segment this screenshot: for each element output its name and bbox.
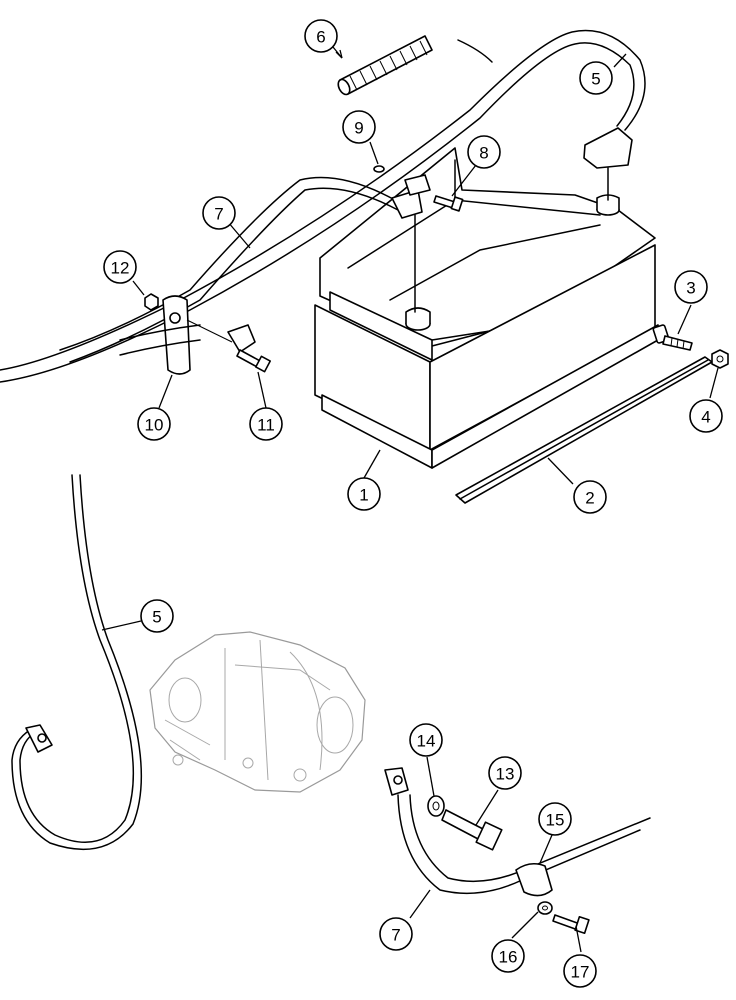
nut-12 <box>144 293 159 311</box>
callout-9-label: 9 <box>354 119 363 138</box>
callout-7-lower-label: 7 <box>391 926 400 945</box>
callout-10-label: 10 <box>145 416 164 435</box>
callout-17: 17 <box>563 954 597 988</box>
bolt-8 <box>433 195 464 212</box>
cable-clamp-10 <box>119 295 201 375</box>
callout-2-label: 2 <box>585 489 594 508</box>
callout-5-lower-label: 5 <box>152 608 161 627</box>
callout-6: 6 <box>304 19 338 53</box>
cable-7-lower <box>384 767 651 897</box>
callout-3: 3 <box>674 270 708 304</box>
bolt-3 <box>652 324 693 351</box>
callout-5-lower: 5 <box>140 599 174 633</box>
screw-11 <box>236 349 272 373</box>
bolt-13 <box>441 809 503 851</box>
washer-16 <box>537 901 553 915</box>
callout-6-label: 6 <box>316 28 325 47</box>
callout-3-label: 3 <box>686 279 695 298</box>
terminal-bracket <box>373 165 431 196</box>
callout-14-label: 14 <box>417 732 436 751</box>
callout-5-top-label: 5 <box>591 70 600 89</box>
cable-5-lower <box>11 474 143 851</box>
callout-7-lower: 7 <box>379 917 413 951</box>
nut-4 <box>711 349 729 369</box>
callout-2: 2 <box>573 480 607 514</box>
washer-14 <box>427 795 445 817</box>
bolt-17 <box>552 914 590 935</box>
callout-10: 10 <box>137 407 171 441</box>
callout-13-label: 13 <box>496 765 515 784</box>
callout-12-label: 12 <box>111 259 130 278</box>
callout-8: 8 <box>467 135 501 169</box>
cable-7-top <box>59 176 423 363</box>
callout-17-label: 17 <box>571 963 590 982</box>
callout-4-label: 4 <box>701 408 710 427</box>
callout-14: 14 <box>409 723 443 757</box>
callout-13: 13 <box>488 756 522 790</box>
callout-11: 11 <box>249 407 283 441</box>
callout-12: 12 <box>103 250 137 284</box>
callout-11-label: 11 <box>257 416 275 435</box>
callout-1-label: 1 <box>359 486 368 505</box>
threaded-rod-6 <box>337 35 433 96</box>
callout-7-top: 7 <box>202 196 236 230</box>
callout-15-label: 15 <box>546 811 565 830</box>
clip-with-screw <box>186 319 256 353</box>
leader-lines <box>101 46 719 953</box>
rotation-arc <box>457 39 493 63</box>
callout-7-top-label: 7 <box>214 205 223 224</box>
cable-5-top <box>0 29 646 383</box>
callout-16: 16 <box>491 939 525 973</box>
starter-motor <box>149 631 366 793</box>
callout-16-label: 16 <box>499 948 518 967</box>
callout-1: 1 <box>347 477 381 511</box>
callout-5-top: 5 <box>579 61 613 95</box>
callout-8-label: 8 <box>479 144 488 163</box>
callout-9: 9 <box>342 110 376 144</box>
callout-4: 4 <box>689 399 723 433</box>
callout-15: 15 <box>538 802 572 836</box>
